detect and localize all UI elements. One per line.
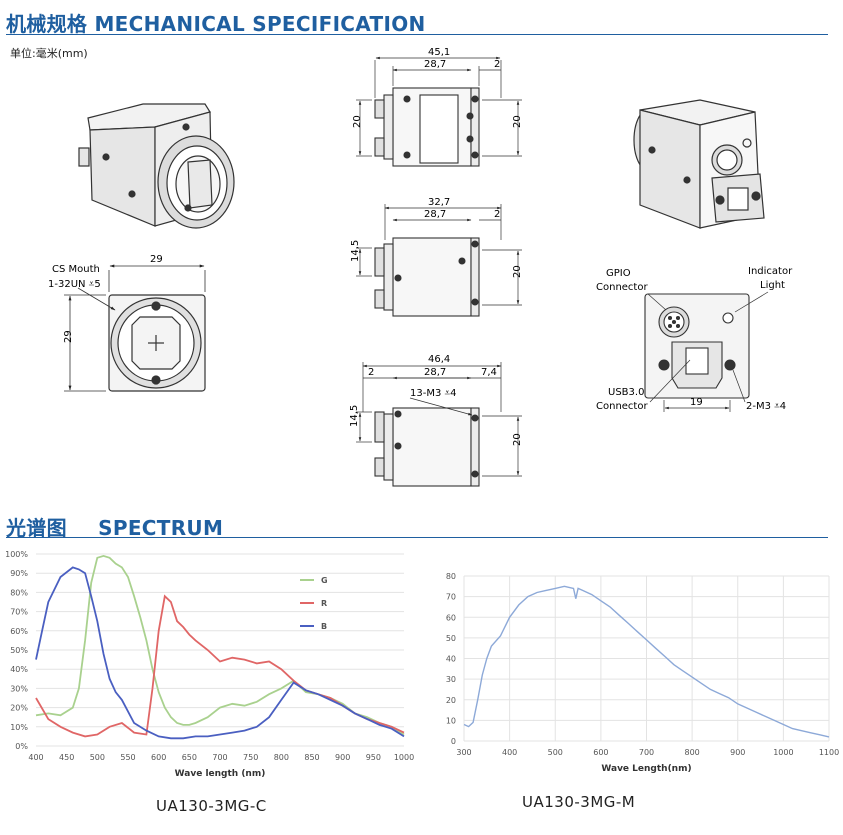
side-view-top [356, 56, 522, 167]
y-tick-label: 80% [10, 588, 28, 597]
x-tick-label: 600 [593, 748, 608, 757]
y-tick-label: 60% [10, 627, 28, 636]
color-model-caption: UA130-3MG-C [156, 797, 267, 815]
front-width-dim: 29 [150, 254, 163, 265]
bottom-right-dim: 7,4 [481, 367, 497, 378]
y-tick-label: 70% [10, 608, 28, 617]
indicator-label-line2: Light [760, 280, 785, 291]
x-axis-label: Wave length (nm) [175, 769, 266, 779]
x-axis-label: Wave Length(nm) [601, 764, 691, 774]
x-tick-label: 900 [335, 753, 350, 762]
y-tick-label: 80 [446, 572, 456, 581]
x-tick-label: 400 [28, 753, 43, 762]
top-flange-dim: 2 [494, 59, 500, 70]
front-view [64, 264, 206, 392]
x-tick-label: 900 [730, 748, 745, 757]
y-tick-label: 0 [451, 737, 456, 746]
usb-label-line2: Connector [596, 401, 648, 412]
top-overall-dim: 45,1 [428, 47, 450, 58]
x-tick-label: 500 [90, 753, 105, 762]
mono-spectrum-chart: 0 10 20 30 40 50 60 70 80 300 400 500 600 700 800 900 10… [446, 572, 839, 774]
bottom-right-height-dim: 20 [512, 433, 523, 446]
bottom-screw-label: 13-M3 ⩡4 [410, 388, 457, 399]
spectrum-section-rule [6, 537, 828, 538]
y-tick-label: 10 [446, 716, 456, 725]
spectrum-title-cn: 光谱图 [6, 516, 67, 540]
y-tick-label: 90% [10, 569, 28, 578]
side-view-middle [356, 204, 522, 317]
front-height-dim: 29 [63, 330, 74, 343]
x-tick-label: 650 [182, 753, 197, 762]
bottom-body-dim: 28,7 [424, 367, 446, 378]
bottom-left-height-dim: 14,5 [349, 405, 360, 427]
mid-body-dim: 28,7 [424, 209, 446, 220]
usb-width-dim: 19 [690, 397, 703, 408]
back-view [644, 291, 769, 412]
x-tick-label: 700 [212, 753, 227, 762]
back-screw-label: 2-M3 ⩡4 [746, 401, 786, 412]
y-tick-label: 0% [15, 742, 28, 751]
gpio-label-line2: Connector [596, 282, 648, 293]
legend-label-R: R [321, 599, 327, 608]
y-tick-label: 20% [10, 704, 28, 713]
y-tick-label: 60 [446, 613, 456, 622]
mount-label-line2: 1-32UN ⩡5 [48, 279, 101, 290]
spectrum-title-en: SPECTRUM [98, 516, 224, 540]
x-tick-label: 950 [366, 753, 381, 762]
x-tick-label: 500 [548, 748, 563, 757]
x-tick-label: 700 [639, 748, 654, 757]
x-tick-label: 450 [59, 753, 74, 762]
y-tick-label: 100% [5, 550, 28, 559]
top-left-height-dim: 20 [352, 115, 363, 128]
mid-flange-dim: 2 [494, 209, 500, 220]
x-tick-label: 850 [304, 753, 319, 762]
y-tick-label: 50% [10, 646, 28, 655]
x-tick-label: 1100 [819, 748, 839, 757]
bottom-left-dim: 2 [368, 367, 374, 378]
x-tick-label: 1000 [394, 753, 414, 762]
series-line-response [463, 585, 830, 738]
x-tick-label: 1000 [773, 748, 793, 757]
mid-right-height-dim: 20 [512, 265, 523, 278]
mid-overall-dim: 32,7 [428, 197, 450, 208]
x-tick-label: 750 [243, 753, 258, 762]
y-tick-label: 70 [446, 593, 456, 602]
legend-label-G: G [321, 576, 328, 585]
mechanical-drawings: 29 29 CS Mouth 1-32UN ⩡5 45,1 28,7 2 20 … [48, 47, 793, 487]
y-tick-label: 50 [446, 634, 456, 643]
mid-left-height-dim: 14,5 [350, 240, 361, 262]
mechanical-section-title: 机械规格 MECHANICAL SPECIFICATION [6, 12, 426, 36]
y-tick-label: 10% [10, 723, 28, 732]
series-line-B [35, 566, 405, 740]
x-tick-label: 400 [502, 748, 517, 757]
x-tick-label: 550 [120, 753, 135, 762]
mono-model-caption: UA130-3MG-M [522, 793, 636, 811]
gpio-label-line1: GPIO [606, 268, 631, 279]
side-view-bottom [356, 362, 522, 487]
color-spectrum-chart: 0% 10% 20% 30% 40% 50% 60% 70% 80% 90% 100% 400 450 5… [5, 550, 414, 779]
usb-label-line1: USB3.0 [608, 387, 644, 398]
top-right-height-dim: 20 [512, 115, 523, 128]
unit-label: 单位:毫米(mm) [10, 47, 88, 60]
x-tick-label: 300 [456, 748, 471, 757]
indicator-label-line1: Indicator [748, 266, 793, 277]
camera-front-isometric [78, 103, 235, 229]
y-tick-label: 40% [10, 665, 28, 674]
legend-label-B: B [321, 622, 327, 631]
top-body-dim: 28,7 [424, 59, 446, 70]
y-tick-label: 40 [446, 655, 456, 664]
x-tick-label: 800 [274, 753, 289, 762]
x-tick-label: 600 [151, 753, 166, 762]
y-tick-label: 30 [446, 675, 456, 684]
series-line-R [35, 594, 405, 738]
spectrum-section-title: 光谱图 SPECTRUM [6, 512, 223, 541]
mechanical-section-rule [6, 34, 828, 35]
camera-rear-isometric [633, 99, 765, 229]
mount-label-line1: CS Mouth [52, 264, 100, 275]
x-tick-label: 800 [684, 748, 699, 757]
y-tick-label: 20 [446, 696, 456, 705]
bottom-overall-dim: 46,4 [428, 354, 450, 365]
y-tick-label: 30% [10, 684, 28, 693]
